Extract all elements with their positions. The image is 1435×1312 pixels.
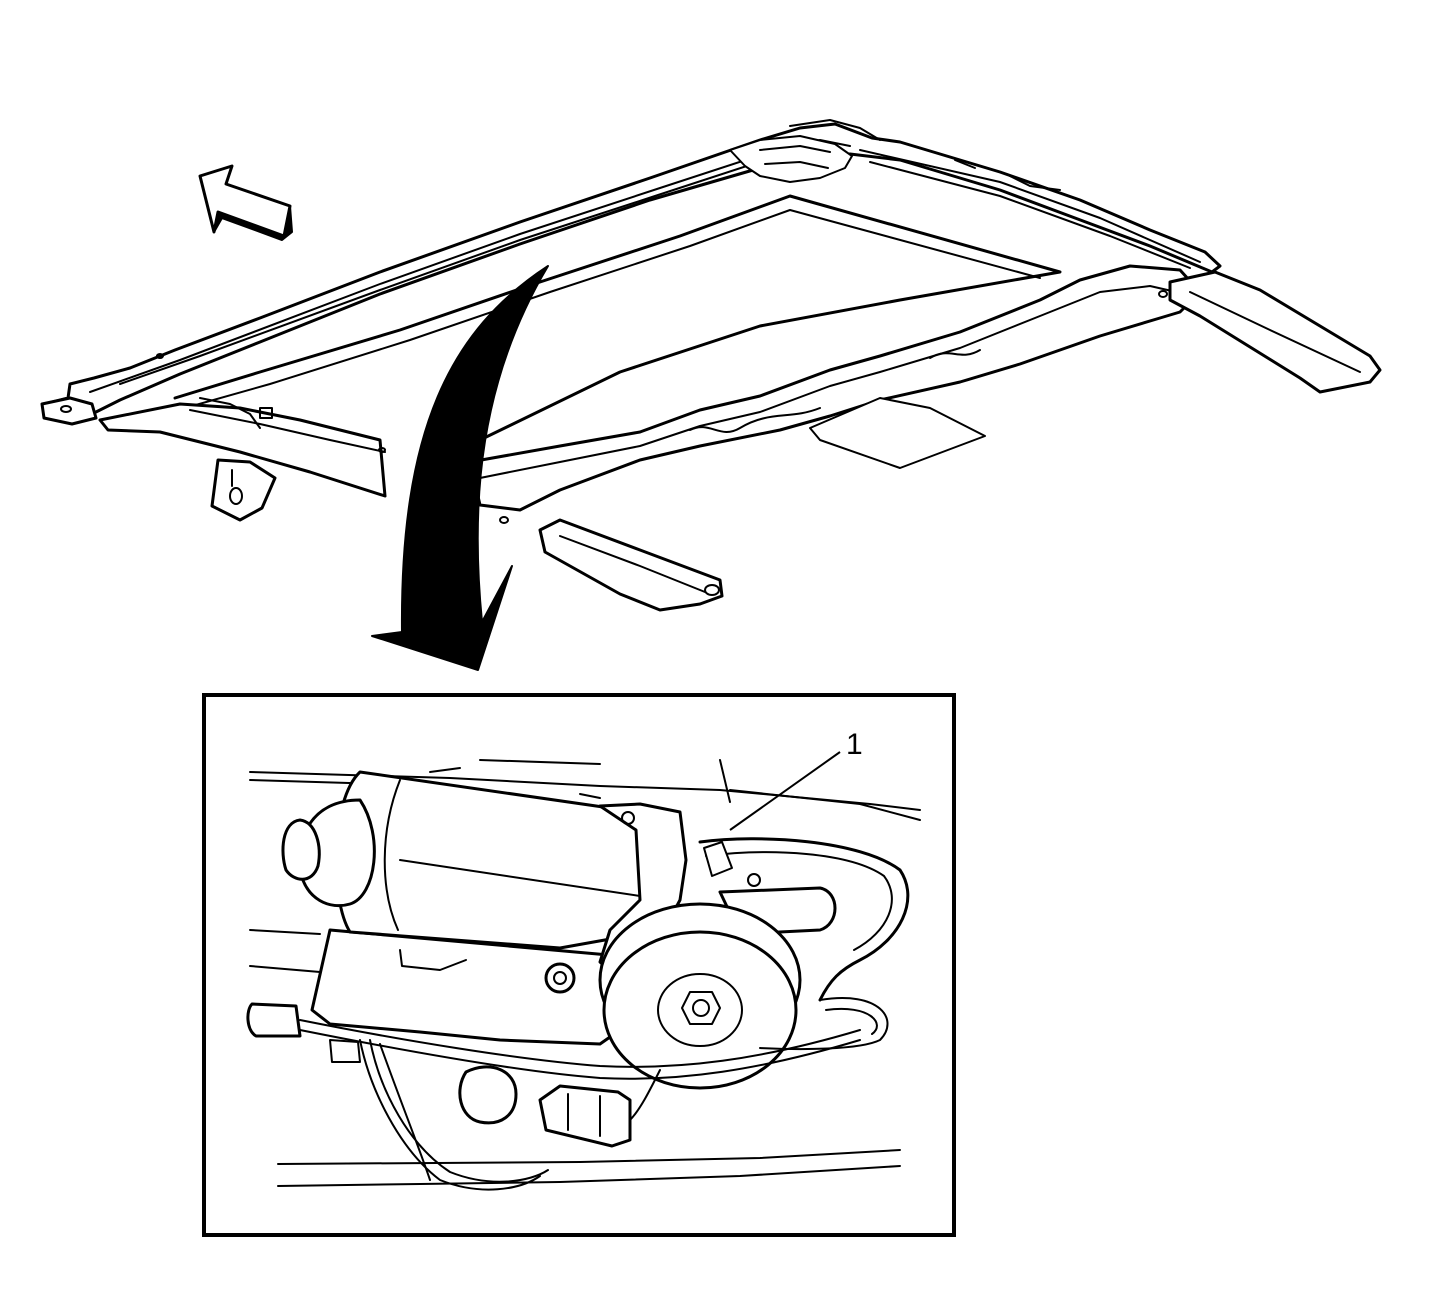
roof-flange-plate	[809, 397, 986, 469]
wire-bundle	[299, 1019, 861, 1068]
motor-end-cap	[297, 798, 376, 908]
front-header-bracket	[729, 135, 853, 183]
rear-cross-rail	[468, 264, 1202, 512]
motor-end-boss	[281, 818, 321, 881]
roof-frame-illustration	[40, 119, 1382, 612]
round-connector	[458, 1065, 518, 1125]
view-detail-arrow-icon	[371, 265, 549, 671]
harness-clip	[329, 1039, 361, 1063]
left-roof-rail	[43, 122, 1222, 422]
motor-detail-inset	[202, 693, 956, 1237]
mount-nut	[544, 962, 576, 994]
left-mount-bracket	[210, 458, 277, 522]
drive-gear-nut	[681, 991, 721, 1025]
front-bow-brace	[538, 518, 724, 612]
front-direction-arrow-icon	[198, 164, 293, 241]
callout-number: 1	[846, 728, 863, 761]
left-front-header	[98, 402, 387, 498]
rect-connector	[538, 1084, 632, 1148]
sunroof-opening	[173, 194, 1062, 464]
harness-connector-left	[246, 1002, 302, 1038]
motor-harness-loop	[698, 837, 910, 1002]
callout-1: 1	[729, 728, 863, 831]
